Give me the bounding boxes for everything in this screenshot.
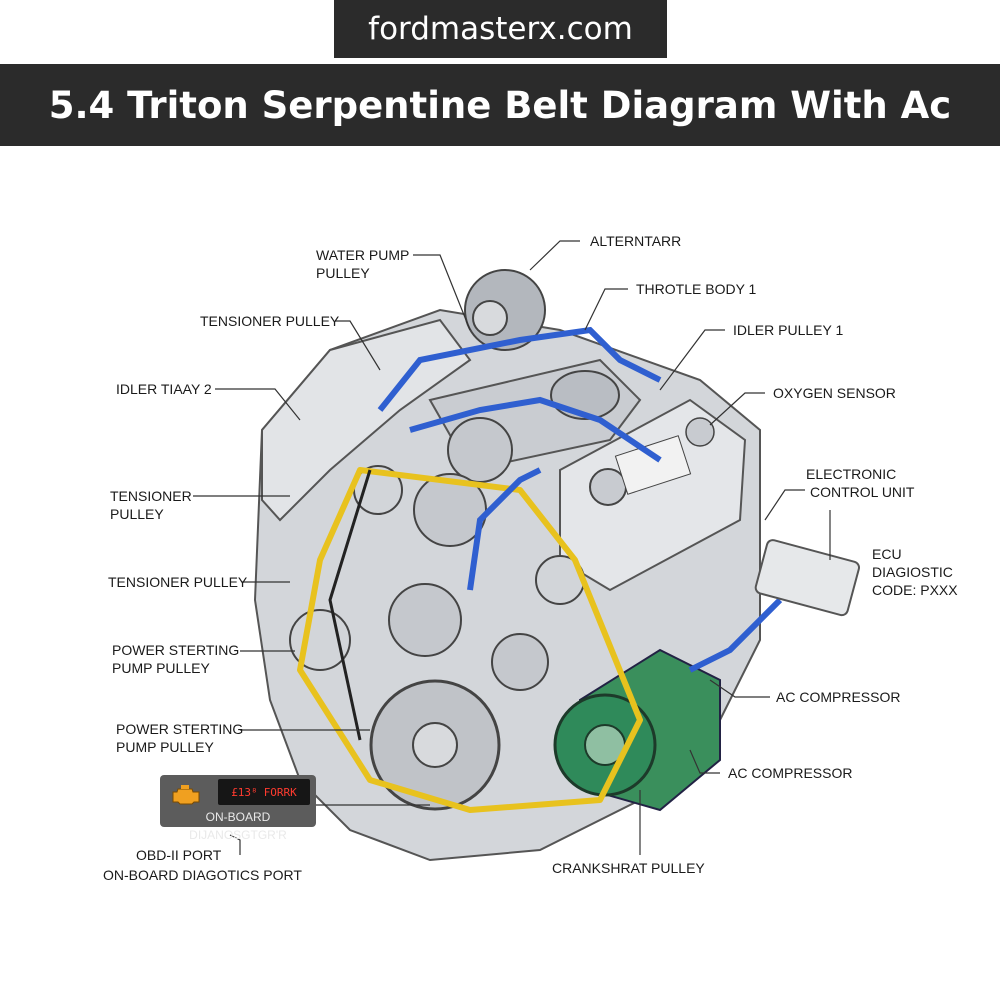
coolant-hose-top	[377, 326, 662, 412]
page-title-banner: 5.4 Triton Serpentine Belt Diagram With …	[0, 64, 1000, 146]
oil-filler-cap	[589, 468, 627, 506]
label-ecu-1: ELECTRONIC	[806, 466, 896, 482]
idler-pulley-mid	[491, 633, 549, 691]
label-tensioner-pulley-top: TENSIONER PULLEY	[200, 313, 340, 329]
label-alternator: ALTERNTARR	[590, 233, 681, 249]
label-idler-pulley-2: IDLER TIAAY 2	[116, 381, 212, 397]
label-obd-port-1: OBD-II PORT	[136, 847, 222, 863]
coolant-hose-mid	[409, 396, 662, 463]
leader-throttle	[584, 288, 628, 331]
label-ac-compressor-2: AC COMPRESSOR	[728, 765, 852, 781]
water-pump-pulley	[447, 417, 513, 483]
label-ecu-2: CONTROL UNIT	[810, 484, 915, 500]
obd-scanner-caption: ON-BOARD DIJANOSGTGR'R	[189, 810, 287, 842]
crankshaft-pulley-hub	[412, 722, 458, 768]
part-labels: WATER PUMP PULLEY ALTERNTARR THROTLE BOD…	[103, 233, 958, 883]
label-tensioner-pulley-mid: TENSIONER PULLEY	[108, 574, 248, 590]
label-water-pump-pulley-1: WATER PUMP	[316, 247, 409, 263]
sensor-cap	[685, 417, 715, 447]
alternator-pulley	[472, 300, 508, 336]
engine-illustration	[253, 269, 861, 862]
label-ecu-code-1: ECU	[872, 546, 902, 562]
label-water-pump-pulley-2: PULLEY	[316, 265, 370, 281]
label-power-steering-2b: PUMP PULLEY	[116, 739, 214, 755]
label-idler-pulley-1: IDLER PULLEY 1	[733, 322, 843, 338]
serpentine-belt-inner	[328, 469, 372, 741]
leader-idler-2	[215, 388, 301, 421]
leader-ac-2	[689, 749, 720, 774]
label-obd-port-2: ON-BOARD DIAGOTICS PORT	[103, 867, 302, 883]
engine-belt-diagram: WATER PUMP PULLEY ALTERNTARR THROTLE BOD…	[103, 233, 958, 883]
label-power-steering-1a: POWER STERTING	[112, 642, 239, 658]
serpentine-belt	[297, 467, 643, 813]
leader-oxygen	[709, 392, 765, 426]
label-ecu-code-2: DIAGIOSTIC	[872, 564, 953, 580]
site-domain-banner: fordmasterx.com	[334, 0, 667, 58]
label-oxygen-sensor: OXYGEN SENSOR	[773, 385, 896, 401]
ecu-module	[754, 539, 861, 617]
label-ac-compressor-1: AC COMPRESSOR	[776, 689, 900, 705]
leader-ecu	[764, 489, 805, 521]
spec-plate	[614, 435, 692, 495]
label-tensioner-pulley-left-2: PULLEY	[110, 506, 164, 522]
leader-alternator	[529, 240, 580, 271]
obd-display-tag: FORRK	[263, 785, 297, 799]
page-title: 5.4 Triton Serpentine Belt Diagram With …	[48, 83, 952, 127]
tensioner-pulley-lower	[388, 583, 462, 657]
label-crankshaft-pulley: CRANKSHRAT PULLEY	[552, 860, 705, 876]
leader-ac-1	[709, 679, 770, 698]
throttle-body	[550, 370, 620, 420]
check-engine-icon	[172, 785, 200, 805]
leader-lines	[193, 240, 831, 855]
label-tensioner-pulley-left-1: TENSIONER	[110, 488, 192, 504]
site-domain: fordmasterx.com	[368, 11, 633, 47]
label-ecu-code-3: CODE: PXXX	[872, 582, 958, 598]
ac-hose	[688, 597, 783, 673]
leader-water-pump	[413, 254, 471, 331]
coolant-hose-front	[467, 467, 542, 591]
valve-cover-left	[261, 318, 472, 522]
obd-display: £13⁸ FORRK	[218, 779, 310, 805]
label-power-steering-2a: POWER STERTING	[116, 721, 243, 737]
label-throttle-body: THROTLE BODY 1	[636, 281, 757, 297]
leader-idler-1	[659, 329, 725, 391]
leader-tensioner-top	[335, 320, 381, 371]
label-power-steering-1b: PUMP PULLEY	[112, 660, 210, 676]
obd-display-code: £13⁸	[231, 785, 258, 799]
leader-obd-port	[229, 834, 241, 855]
